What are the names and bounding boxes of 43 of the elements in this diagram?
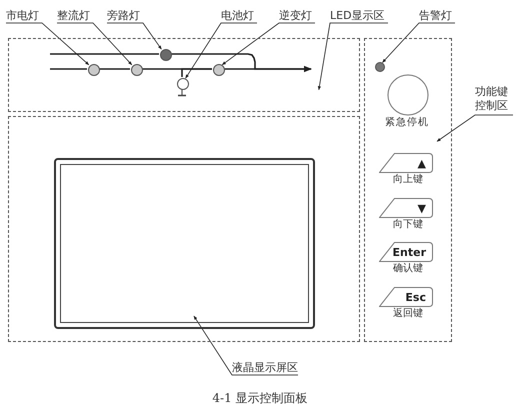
callout-label: 旁路灯	[107, 9, 143, 23]
key-label: 返回键	[393, 308, 423, 320]
button-label: 紧急停机	[385, 117, 429, 129]
key-button: ▲	[379, 153, 435, 173]
key-button: Enter	[379, 242, 435, 262]
key-button: ▼	[379, 198, 435, 218]
callout-label: LED显示区	[330, 9, 388, 23]
callout-label: 整流灯	[57, 9, 93, 23]
callout-label: 功能键控制区	[475, 85, 513, 115]
leader-line	[222, 22, 316, 66]
indicator-lamp	[131, 64, 143, 76]
leader-line	[185, 22, 258, 79]
key-label: 向下键	[393, 219, 423, 231]
indicator-lamp	[177, 78, 189, 90]
circuit-line	[50, 68, 87, 70]
leader-line	[436, 114, 514, 142]
function-key-panel	[364, 38, 452, 342]
circuit-line	[50, 53, 159, 55]
key-button: Esc	[379, 287, 435, 307]
figure-caption: 4-1 显示控制面板	[211, 390, 309, 407]
key-label: 确认键	[393, 263, 423, 275]
leader-line	[318, 22, 388, 90]
leader-line	[194, 316, 298, 376]
indicator-lamp	[88, 64, 100, 76]
indicator-lamp	[213, 64, 225, 76]
leader-line	[106, 22, 162, 50]
lcd-screen	[54, 158, 315, 329]
lcd-area	[8, 116, 360, 342]
leader-line	[56, 22, 132, 66]
callout-label: 电池灯	[221, 9, 257, 23]
callout-label: 液晶显示屏区	[232, 361, 298, 375]
indicator-lamp	[375, 62, 385, 72]
circuit-line	[99, 68, 130, 70]
callout-label: 市电灯	[6, 9, 42, 23]
led-display-area	[8, 38, 360, 112]
leader-line	[382, 22, 456, 63]
circuit-line	[181, 68, 212, 77]
circuit-line	[171, 53, 312, 72]
callout-label: 逆变灯	[279, 9, 315, 23]
indicator-lamp	[160, 49, 172, 61]
key-label: 向上键	[393, 174, 423, 186]
callout-label: 告警灯	[419, 9, 455, 23]
leader-line	[6, 22, 90, 66]
